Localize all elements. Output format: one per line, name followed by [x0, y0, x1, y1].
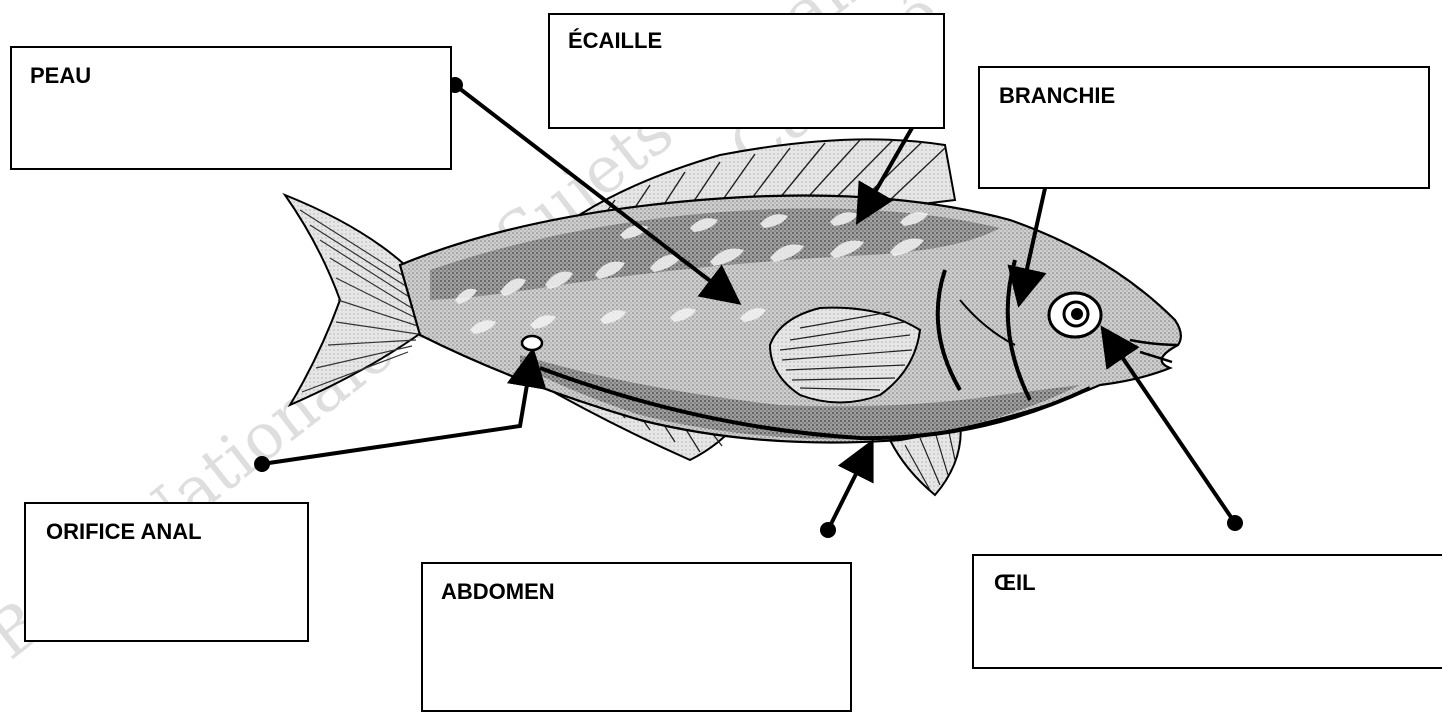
- oeil-box[interactable]: [972, 554, 1442, 669]
- oeil-label: ŒIL: [994, 570, 1036, 596]
- abdomen-label: ABDOMEN: [441, 579, 555, 605]
- abdomen-dot: [820, 522, 836, 538]
- orifice-anal-label: ORIFICE ANAL: [46, 519, 202, 545]
- ecaille-label: ÉCAILLE: [568, 28, 662, 54]
- abdomen-pointer: [828, 446, 870, 530]
- peau-label: PEAU: [30, 63, 91, 89]
- oeil-dot: [1227, 515, 1243, 531]
- oeil-pointer: [1105, 332, 1235, 523]
- anal-orifice-mark: [522, 336, 542, 350]
- ecaille-pointer: [860, 128, 912, 218]
- orifice-anal-pointer: [262, 355, 532, 464]
- orifice-anal-dot: [254, 456, 270, 472]
- branchie-label: BRANCHIE: [999, 83, 1115, 109]
